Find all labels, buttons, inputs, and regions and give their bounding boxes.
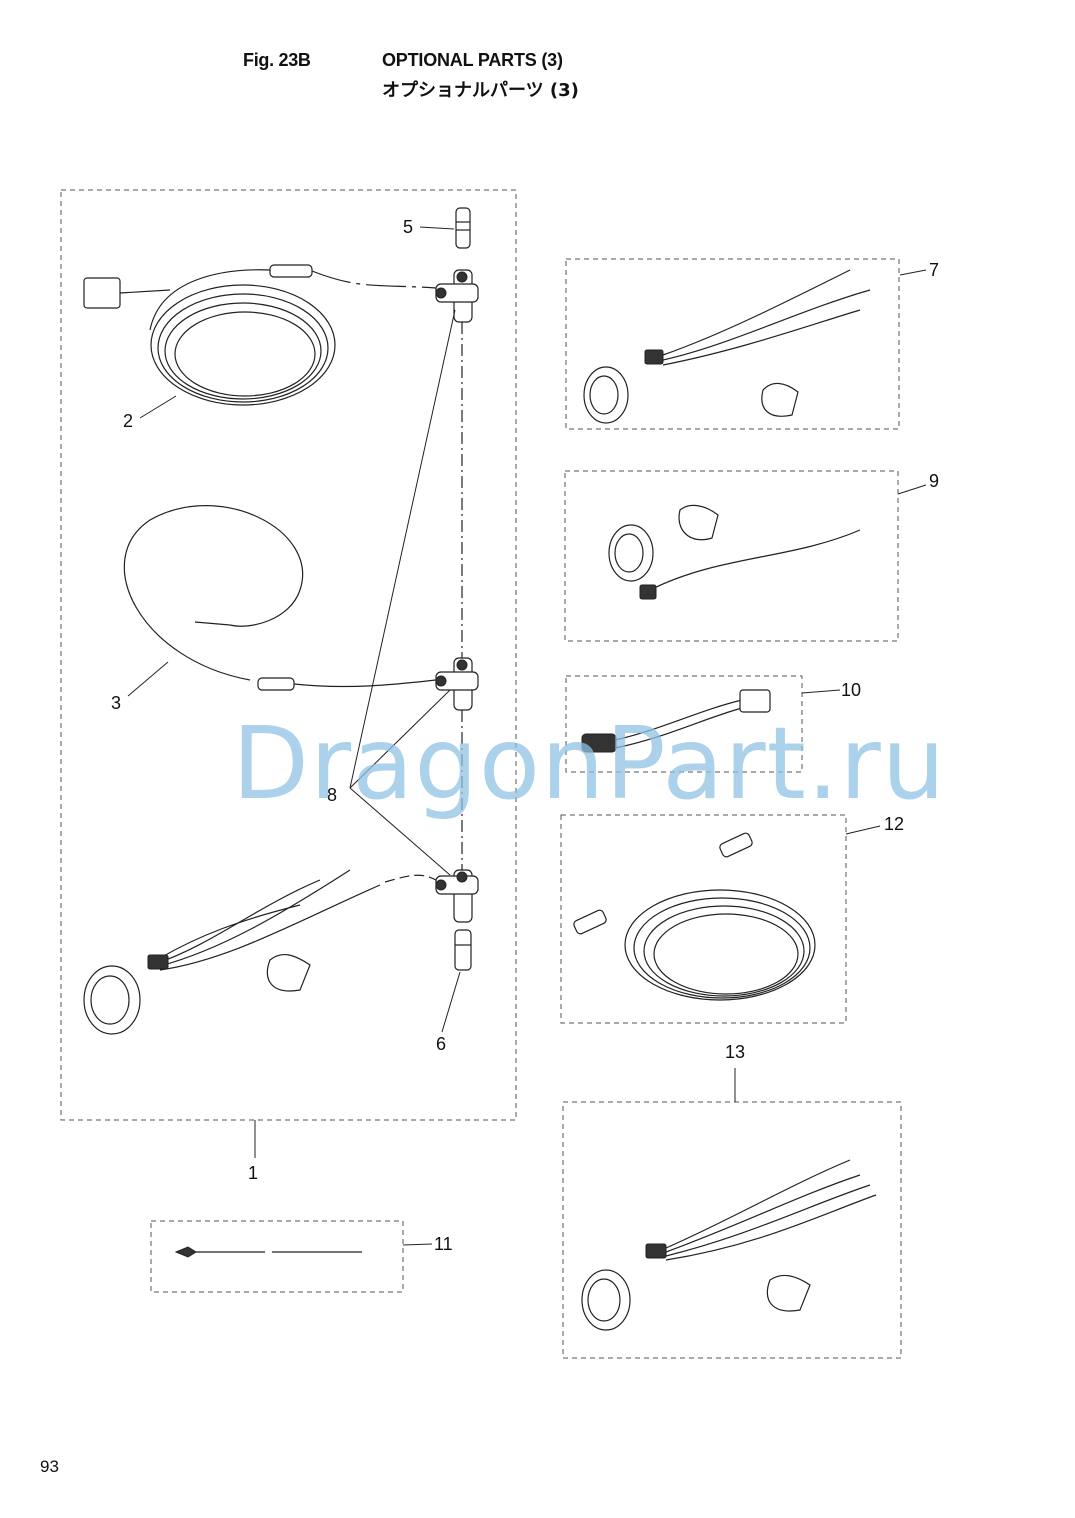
page-number: 93 bbox=[40, 1457, 59, 1476]
callout-12: 12 bbox=[884, 814, 904, 834]
callout-11: 11 bbox=[434, 1234, 453, 1254]
callout-9: 9 bbox=[929, 471, 939, 491]
t-connector-lower bbox=[435, 869, 479, 923]
gauge-assembly-lower-left bbox=[83, 869, 437, 1035]
group-box-12 bbox=[560, 814, 847, 1024]
terminator-part-6 bbox=[454, 929, 472, 971]
t-connector-upper bbox=[435, 269, 479, 323]
t-connector-middle bbox=[435, 657, 479, 711]
gauge-kit-part-8 bbox=[583, 269, 871, 424]
callout-8: 7 bbox=[929, 260, 939, 280]
callout-13: 13 bbox=[725, 1042, 745, 1062]
group-box-9 bbox=[564, 470, 899, 642]
callout-6: 6 bbox=[436, 1034, 446, 1054]
page-title: OPTIONAL PARTS (3) bbox=[382, 50, 563, 70]
watermark: DragonPart.ru bbox=[232, 705, 947, 822]
page-title-japanese: オプショナルパーツ (3) bbox=[382, 80, 579, 101]
gauge-kit-part-13 bbox=[581, 1159, 877, 1331]
adapter-cable-part-10 bbox=[581, 689, 771, 753]
callout-10: 10 bbox=[841, 680, 861, 700]
gauge-kit-part-9 bbox=[608, 504, 861, 600]
cable-coil-part-2 bbox=[83, 264, 437, 406]
callout-2: 2 bbox=[123, 411, 133, 431]
group-box-8 bbox=[565, 258, 900, 430]
cable-part-3 bbox=[123, 505, 437, 691]
group-box-1 bbox=[60, 189, 517, 1121]
terminator-part-5 bbox=[455, 207, 471, 249]
group-box-11 bbox=[150, 1220, 404, 1293]
figure-number: Fig. 23B bbox=[243, 50, 311, 70]
group-box-10 bbox=[565, 675, 803, 773]
callout-3: 3 bbox=[111, 693, 121, 713]
callout-1: 1 bbox=[248, 1163, 258, 1183]
callout-5: 5 bbox=[403, 217, 413, 237]
cable-coil-part-12 bbox=[573, 832, 816, 1001]
callout-7: 8 bbox=[327, 785, 337, 805]
sensor-probe-part-11 bbox=[174, 1246, 362, 1258]
